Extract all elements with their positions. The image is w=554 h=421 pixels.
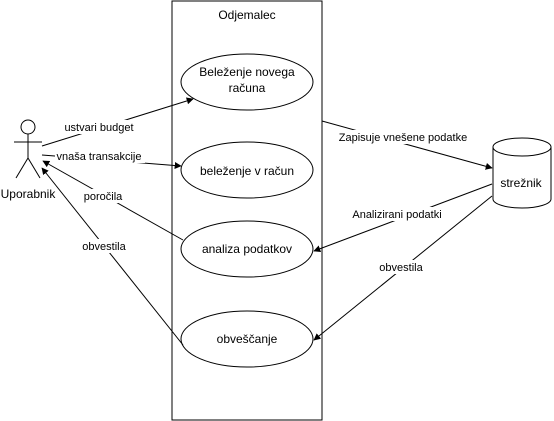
edge-obvestila-actor: [41, 167, 184, 346]
edge-zapisuje: [321, 120, 493, 170]
edge-label-zapisuje: Zapisuje vnešene podatke: [337, 130, 469, 144]
use-case-obvescanje: obveščanje: [180, 310, 314, 368]
server-database: [492, 137, 552, 209]
edge-label-text: obvestila: [82, 241, 126, 253]
use-case-label: beleženje v račun: [200, 164, 294, 178]
edge-label-text: ustvari budget: [64, 122, 133, 134]
actor-left-leg: [15, 157, 29, 179]
use-case-label: analiza podatkov: [202, 242, 292, 256]
use-case-label: Beleženje novega: [199, 65, 295, 79]
server-label: strežnik: [500, 176, 542, 190]
edge-label-obvestila-actor: obvestila: [80, 239, 128, 253]
edge-label-text: poročila: [84, 191, 123, 203]
edge-label-text: Analizirani podatki: [352, 209, 441, 221]
edge-label-analizirani: Analizirani podatki: [348, 207, 446, 221]
edge-label-text: Zapisuje vnešene podatke: [339, 132, 467, 144]
system-title: Odjemalec: [218, 8, 275, 22]
use-case-label: obveščanje: [217, 332, 278, 346]
edge-label-text: obvestila: [379, 262, 423, 274]
use-case-belezenje-novega-racuna: Beleženje novega računa: [180, 53, 314, 111]
use-case-analiza-podatkov: analiza podatkov: [180, 220, 314, 278]
use-case-label: računa: [229, 81, 266, 95]
use-case-belezenje-v-racun: beleženje v račun: [180, 141, 314, 199]
actor-right-leg: [27, 157, 41, 179]
actor-uporabnik: [14, 119, 42, 179]
edge-label-ustvari-budget: ustvari budget: [63, 120, 135, 134]
edge-label-text: vnaša transakcije: [57, 151, 142, 163]
edge-label-porocila: poročila: [81, 189, 125, 203]
edge-label-obvestila-server: obvestila: [377, 260, 425, 274]
actor-head: [20, 119, 36, 135]
edge-label-vnasa-transakcije: vnaša transakcije: [55, 149, 145, 163]
actor-label: Uporabnik: [1, 187, 57, 201]
